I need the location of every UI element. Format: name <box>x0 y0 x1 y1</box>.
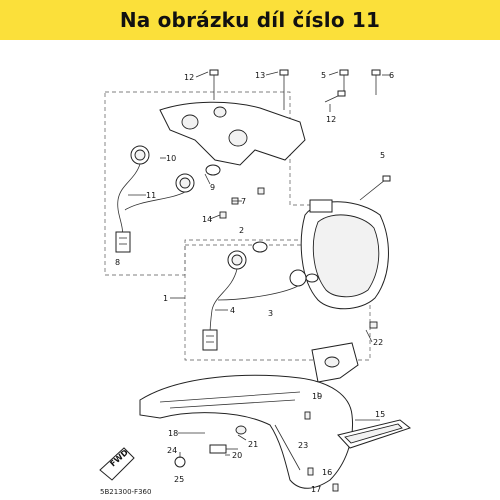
callout-19: 19 <box>312 392 322 401</box>
bulb-socket-2 <box>227 250 247 270</box>
bulb-socket-3 <box>289 269 307 287</box>
nut-17 <box>332 483 339 492</box>
bolt-6 <box>371 69 381 95</box>
bolt-20 <box>209 444 238 454</box>
signal-bulb-socket-left <box>130 145 150 165</box>
callout-12-top: 12 <box>184 73 194 82</box>
bolt-12-side <box>324 90 346 103</box>
bolt-12-top <box>209 69 219 100</box>
connector-middle <box>202 329 218 351</box>
callout-21: 21 <box>248 440 258 449</box>
tail-light-mount-bracket <box>309 199 333 213</box>
callout-1: 1 <box>163 294 168 303</box>
bracket-hole <box>213 106 227 118</box>
bracket-hole <box>228 129 248 147</box>
callout-20: 20 <box>232 451 242 460</box>
callout-13: 13 <box>255 71 265 80</box>
wire-harness-11 <box>117 163 186 241</box>
callout-9: 9 <box>210 183 215 192</box>
callout-24: 24 <box>167 446 177 455</box>
bulb-2 <box>252 241 268 253</box>
callout-23: 23 <box>298 441 308 450</box>
grommet-14 <box>219 211 227 219</box>
callout-22: 22 <box>373 338 383 347</box>
callout-8: 8 <box>115 258 120 267</box>
callout-12-side: 12 <box>326 115 336 124</box>
callout-15: 15 <box>375 410 385 419</box>
bolt-5-side <box>359 175 391 201</box>
header-banner: Na obrázku díl číslo 11 <box>0 0 500 40</box>
bulb-3 <box>305 273 319 283</box>
nut-23 <box>304 411 311 420</box>
diagram-code: 5B21300-F360 <box>100 488 151 496</box>
rear-fender <box>139 374 354 489</box>
callout-17: 17 <box>311 485 321 494</box>
nut-21 <box>235 425 247 435</box>
callout-4: 4 <box>230 306 235 315</box>
washer-25 <box>174 456 186 468</box>
leader-lines <box>128 71 390 458</box>
callout-14: 14 <box>202 215 212 224</box>
reflector-lens <box>344 423 403 444</box>
callout-3: 3 <box>268 309 273 318</box>
grommet-7b <box>257 187 265 195</box>
banner-title: Na obrázku díl číslo 11 <box>119 8 381 32</box>
fender-ribs <box>159 391 301 471</box>
bolt-5-top <box>339 69 349 92</box>
callout-2: 2 <box>239 226 244 235</box>
callout-25: 25 <box>174 475 184 484</box>
callout-7: 7 <box>241 197 246 206</box>
bolt-13 <box>279 69 289 110</box>
callout-5-top: 5 <box>321 71 326 80</box>
callout-11: 11 <box>146 191 156 200</box>
callout-16: 16 <box>322 468 332 477</box>
bulb-9 <box>205 164 221 176</box>
callout-5-side: 5 <box>380 151 385 160</box>
connector-8 <box>115 231 131 253</box>
callout-18: 18 <box>168 429 178 438</box>
wire-harness-4 <box>209 268 299 336</box>
callout-10: 10 <box>166 154 176 163</box>
bracket-hole <box>181 114 199 130</box>
callout-6: 6 <box>389 71 394 80</box>
signal-bulb-socket-right <box>175 173 195 193</box>
tail-light-lens <box>312 214 380 298</box>
nut-16 <box>307 467 314 476</box>
license-light-22 <box>311 321 378 383</box>
fwd-arrow: FWD <box>99 447 135 481</box>
